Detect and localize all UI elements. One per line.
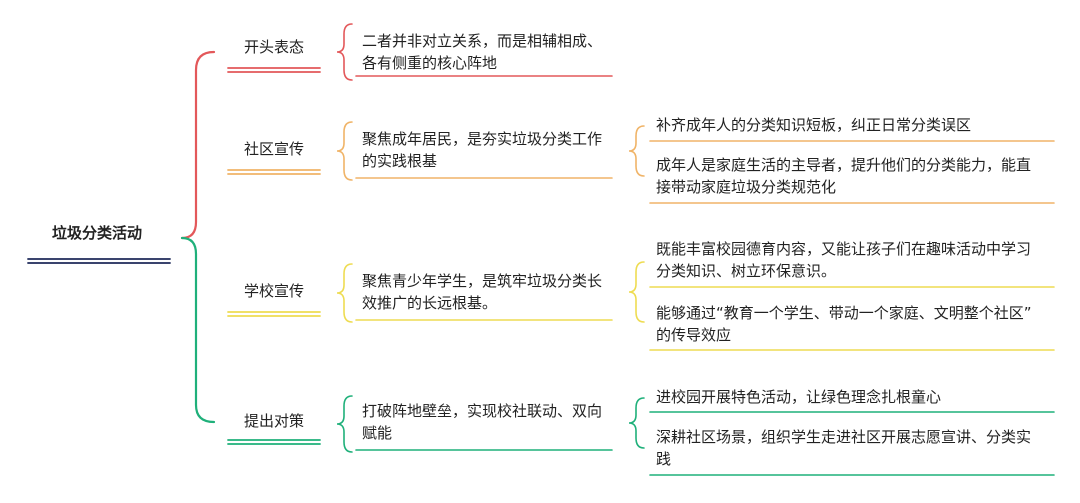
root-connector-top-red xyxy=(180,50,216,240)
branch-1-sub-1[interactable]: 成年人是家庭生活的主导者，提升他们的分类能力，能直 接带动家庭垃圾分类规范化 xyxy=(656,156,1032,196)
branch-0-bracket xyxy=(336,23,353,81)
branch-0-label[interactable]: 开头表态 xyxy=(244,38,305,56)
branch-1-detail[interactable]: 聚焦成年居民，是夯实垃圾分类工作 的实践根基 xyxy=(362,130,603,170)
branch-2-detail[interactable]: 聚焦青少年学生，是筑牢垃圾分类长 效推广的长远根基。 xyxy=(362,272,603,312)
branch-2-label[interactable]: 学校宣传 xyxy=(244,282,305,300)
branch-3-sub-1[interactable]: 深耕社区场景，组织学生走进社区开展志愿宣讲、分类实 践 xyxy=(656,428,1032,468)
branch-3-detail[interactable]: 打破阵地壁垒，实现校社联动、双向 赋能 xyxy=(362,402,603,442)
root-connector-bottom-green xyxy=(180,236,216,424)
branch-3-sub-bracket xyxy=(628,397,645,449)
branch-2-bracket xyxy=(336,263,353,323)
branch-2-sub-1[interactable]: 能够通过“教育一个学生、带动一个家庭、文明整个社区” 的传导效应 xyxy=(656,304,1032,344)
branch-1-sub-bracket xyxy=(628,125,645,177)
branch-1-label[interactable]: 社区宣传 xyxy=(244,140,305,158)
branch-0-detail[interactable]: 二者并非对立关系，而是相辅相成、 各有侧重的核心阵地 xyxy=(362,32,603,72)
branch-3-label[interactable]: 提出对策 xyxy=(244,412,305,430)
branch-1-sub-0[interactable]: 补齐成年人的分类知识短板，纠正日常分类误区 xyxy=(656,116,972,134)
branch-1-bracket xyxy=(336,121,353,181)
branch-2-sub-bracket xyxy=(628,261,645,323)
branch-3-bracket xyxy=(336,395,353,453)
root-node-label[interactable]: 垃圾分类活动 xyxy=(52,224,143,242)
branch-2-sub-0[interactable]: 既能丰富校园德育内容，又能让孩子们在趣味活动中学习 分类知识、树立环保意识。 xyxy=(656,240,1032,280)
branch-3-sub-0[interactable]: 进校园开展特色活动，让绿色理念扎根童心 xyxy=(656,388,942,406)
